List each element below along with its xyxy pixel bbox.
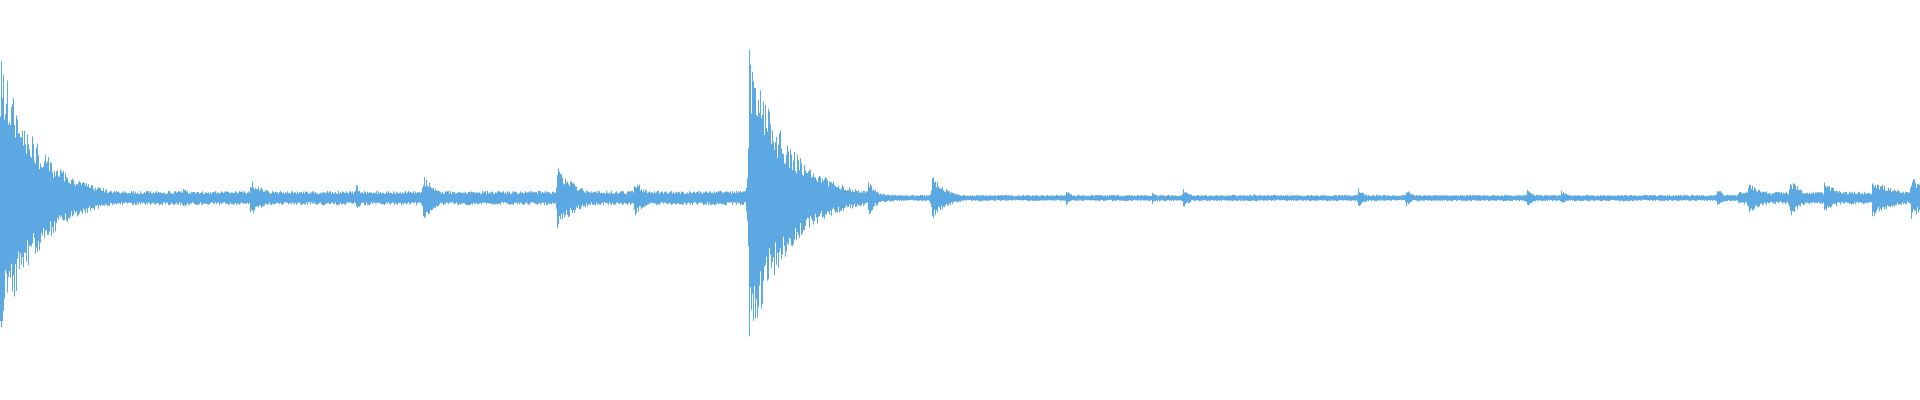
waveform-trace xyxy=(0,49,1920,337)
